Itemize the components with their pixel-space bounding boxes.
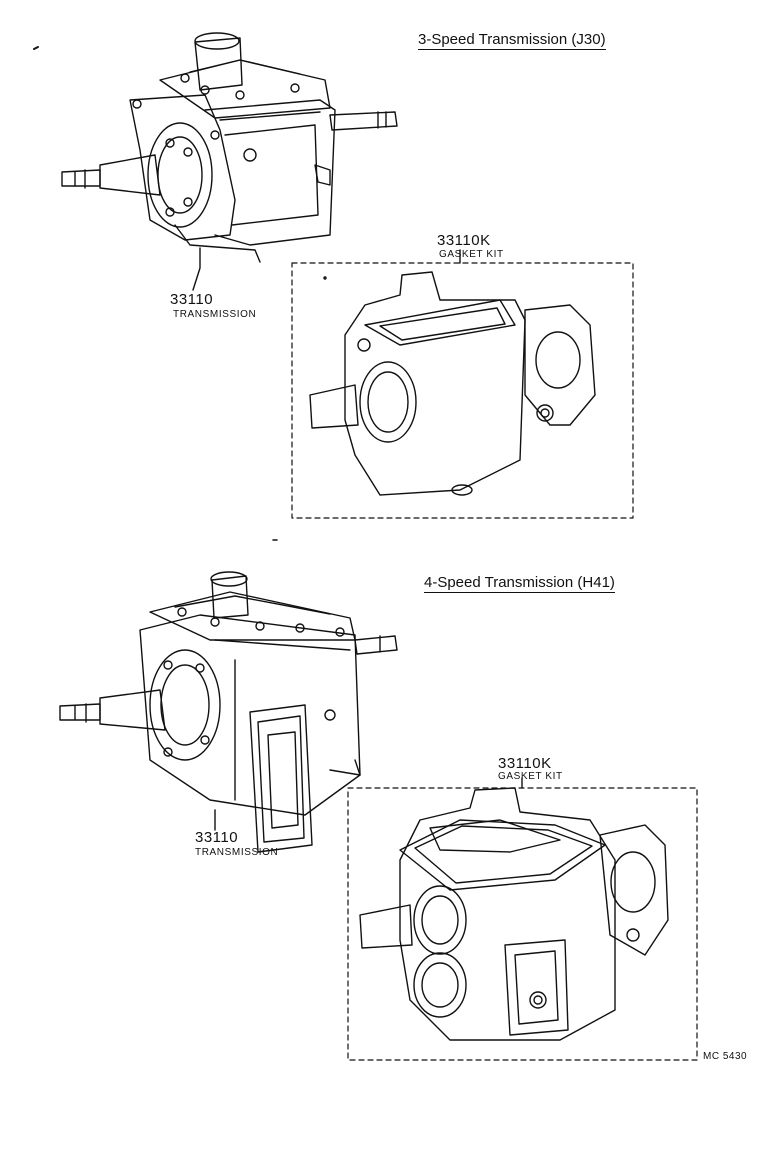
transmission-part-number-3speed: 33110 <box>170 291 214 308</box>
gasket-kit-part-name-4speed: GASKET KIT <box>498 771 563 782</box>
transmission-4speed-illustration <box>59 571 398 853</box>
gasket-kit-part-number-3speed: 33110K <box>437 232 491 249</box>
transmission-part-name-3speed: TRANSMISSION <box>173 309 257 320</box>
gasket-kit-part-name-3speed: GASKET KIT <box>439 249 504 260</box>
transmission-3speed-illustration <box>61 32 398 263</box>
gasket-kit-part-number-4speed: 33110K <box>498 755 552 772</box>
gasket-kit-3speed-illustration <box>291 262 634 519</box>
figure-reference-code: MC 5430 <box>703 1051 748 1062</box>
gasket-kit-4speed-illustration <box>347 787 698 1061</box>
transmission-part-name-4speed: TRANSMISSION <box>195 847 279 858</box>
section-heading-3speed: 3-Speed Transmission (J30) <box>418 31 606 50</box>
section-heading-4speed: 4-Speed Transmission (H41) <box>424 574 615 593</box>
transmission-part-number-4speed: 33110 <box>195 829 239 846</box>
leader-line <box>192 247 201 291</box>
